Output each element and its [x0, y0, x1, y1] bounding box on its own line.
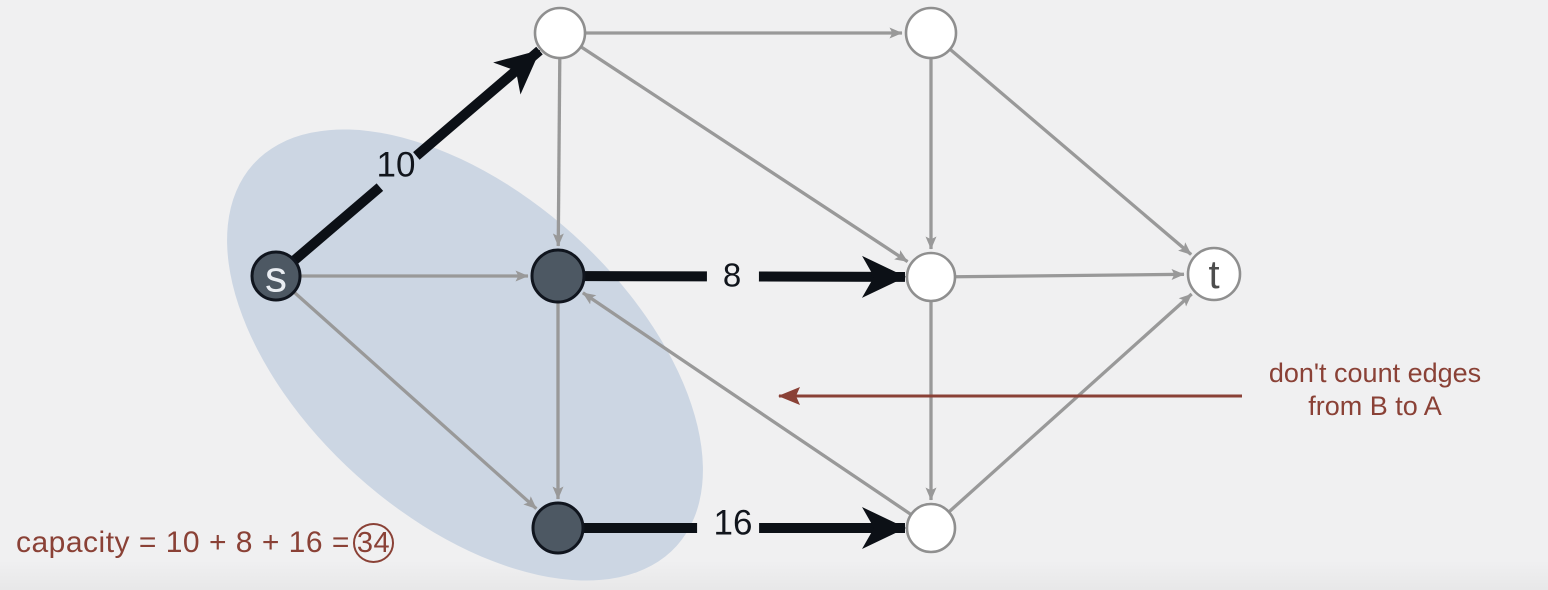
edge-s-6: [292, 290, 538, 510]
edge-capacity-label-6-7: 16: [714, 504, 753, 543]
annotation-note: don't count edges from B to A: [1248, 357, 1502, 423]
annotation-note-line1: don't count edges: [1268, 358, 1482, 388]
edge-2-5: [579, 45, 909, 263]
node-6: [531, 501, 585, 555]
edge-5-t: [954, 268, 1185, 280]
edge-7-4: [581, 291, 913, 516]
node-s: [250, 250, 302, 302]
node-label-t: t: [1208, 253, 1219, 297]
cut-region-highlight: [227, 129, 703, 581]
capacity-formula: capacity = 10 + 8 + 16 = 34: [16, 521, 395, 565]
node-3: [904, 6, 958, 60]
capacity-formula-text: capacity = 10 + 8 + 16 =: [16, 526, 350, 559]
edge-s-2-segment2: [413, 46, 543, 160]
node-t: [1186, 246, 1242, 302]
annotation-note-line2: from B to A: [1308, 391, 1442, 421]
node-5: [905, 251, 957, 303]
edge-7-t: [947, 292, 1193, 514]
node-2: [533, 6, 587, 60]
capacity-total-circled: 34: [352, 523, 395, 563]
edge-capacity-label-4-5: 8: [723, 257, 741, 294]
bottom-strip: [0, 560, 1548, 590]
edge-2-4: [552, 57, 564, 247]
edge-3-t: [948, 47, 1193, 256]
node-7: [905, 502, 957, 554]
node-4: [530, 248, 586, 304]
edge-capacity-label-s-2: 10: [377, 146, 416, 185]
node-label-s: s: [265, 253, 287, 302]
